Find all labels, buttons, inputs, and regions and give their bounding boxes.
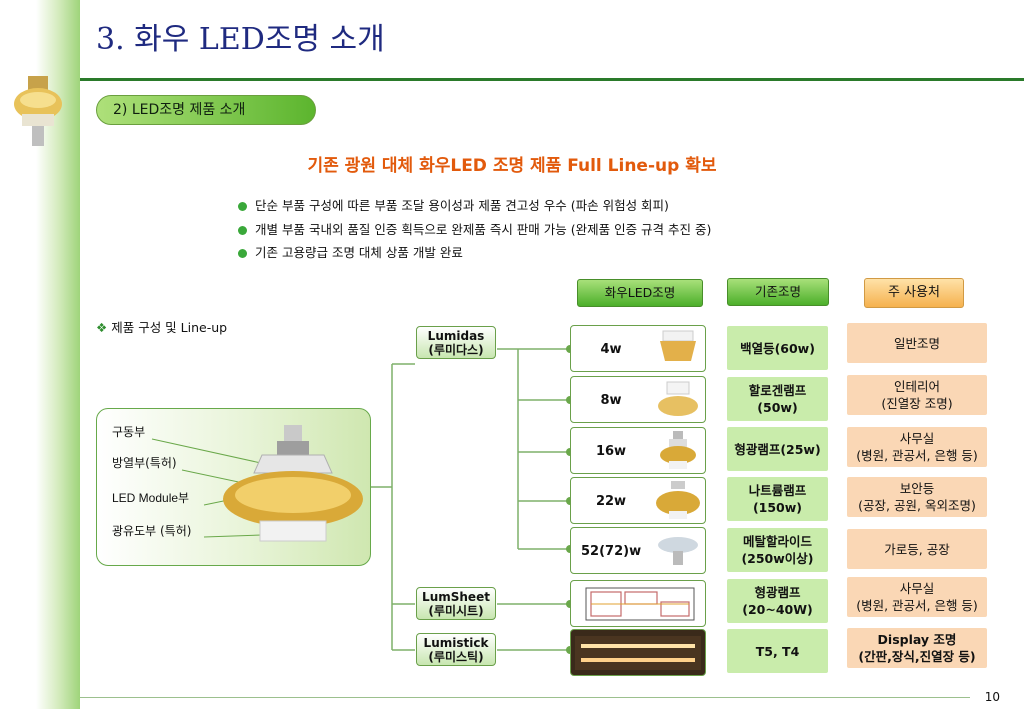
product-variant: 22w — [570, 477, 706, 524]
page-number: 10 — [984, 690, 1000, 704]
main-user: Display 조명(간판,장식,진열장 등) — [847, 628, 987, 668]
existing-lamp: 할로겐램프(50w) — [727, 377, 828, 421]
wattage-label: 52(72)w — [581, 544, 642, 559]
lineup-label: ❖제품 구성 및 Line-up — [96, 320, 228, 335]
column-header-existing-lighting: 기존조명 — [727, 278, 829, 306]
product-variant: 4w — [570, 325, 706, 372]
headline: 기존 광원 대체 화우LED 조명 제품 Full Line-up 확보 — [307, 156, 717, 176]
column-header-hwaoo-led: 화우LED조명 — [577, 279, 703, 307]
bullet-item: 개별 부품 국내외 품질 인증 획득으로 완제품 즉시 판매 가능 (완제품 인… — [238, 219, 711, 238]
bullet-dot-icon — [238, 249, 247, 258]
product-variant — [570, 580, 706, 627]
product-lumsheet: LumSheet(루미시트) — [416, 587, 496, 620]
wattage-label: 8w — [600, 393, 622, 408]
bullet-dot-icon — [238, 226, 247, 235]
sidebar-gradient — [0, 0, 80, 709]
component-label: LED Module부 — [112, 491, 190, 505]
component-label: 광유도부 (특허) — [112, 524, 192, 538]
bulb-exploded-image — [151, 425, 363, 542]
led-bulb-logo — [14, 76, 62, 146]
bullet-item: 기존 고용량급 조명 대체 상품 개발 완료 — [238, 242, 463, 261]
section-label: 2) LED조명 제품 소개 — [96, 95, 316, 125]
bullet-dot-icon — [238, 202, 247, 211]
title-underline — [80, 78, 1024, 81]
main-user: 사무실(병원, 관공서, 은행 등) — [847, 427, 987, 467]
lamp-22w-image — [656, 481, 700, 519]
lamp-16w-image — [660, 431, 696, 469]
column-header-main-users: 주 사용처 — [864, 278, 964, 308]
product-variant — [570, 629, 706, 676]
product-variant: 52(72)w — [570, 527, 706, 574]
lamp-4w-image — [660, 330, 696, 361]
main-user: 가로등, 공장 — [847, 529, 987, 569]
existing-lamp: 형광램프(20~40W) — [727, 579, 828, 623]
component-label: 방열부(특허) — [112, 456, 177, 470]
existing-lamp: 나트륨램프(150w) — [727, 477, 828, 521]
wattage-label: 22w — [595, 494, 627, 509]
main-user: 인테리어(진열장 조명) — [847, 375, 987, 415]
main-user: 일반조명 — [847, 323, 987, 363]
wattage-label: 4w — [600, 342, 622, 357]
existing-lamp: 백열등(60w) — [727, 326, 828, 370]
wattage-label: 16w — [595, 444, 627, 459]
existing-lamp: T5, T4 — [727, 629, 828, 673]
product-lumistick: Lumistick(루미스틱) — [416, 633, 496, 666]
lumsheet-panel-image — [585, 587, 695, 621]
lumistick-bar-image — [575, 636, 701, 670]
lamp-8w-image — [658, 381, 698, 416]
component-label: 구동부 — [112, 425, 146, 439]
product-variant: 16w — [570, 427, 706, 474]
main-user: 사무실(병원, 관공서, 은행 등) — [847, 577, 987, 617]
product-variant: 8w — [570, 376, 706, 423]
diamond-bullet-icon: ❖ — [96, 320, 108, 335]
footer-line — [80, 697, 970, 698]
main-user: 보안등(공장, 공원, 옥외조명) — [847, 477, 987, 517]
product-lumidas: Lumidas(루미다스) — [416, 326, 496, 359]
page-title: 3. 화우 LED조명 소개 — [96, 22, 385, 57]
existing-lamp: 형광램프(25w) — [727, 427, 828, 471]
existing-lamp: 메탈할라이드(250w이상) — [727, 528, 828, 572]
bullet-item: 단순 부품 구성에 따른 부품 조달 용이성과 제품 견고성 우수 (파손 위험… — [238, 195, 669, 214]
lamp-52w-image — [658, 537, 698, 565]
